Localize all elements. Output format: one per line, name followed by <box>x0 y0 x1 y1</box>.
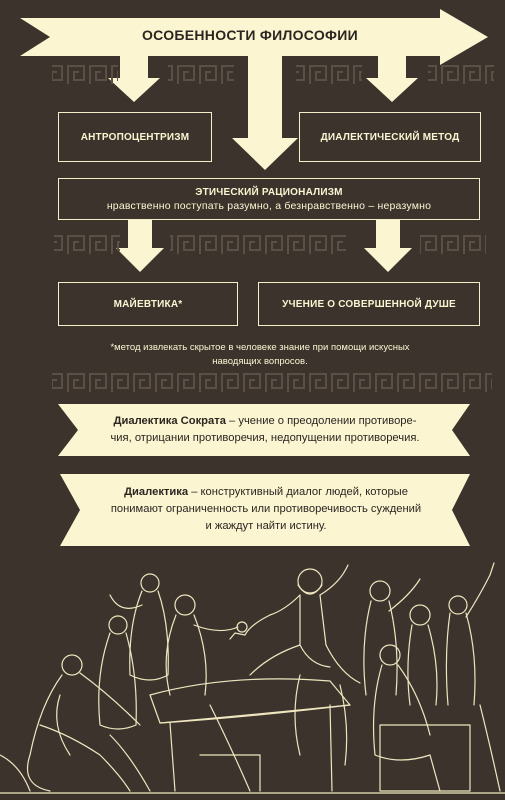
box-perfect-soul: УЧЕНИЕ О СОВЕРШЕННОЙ ДУШЕ <box>258 282 480 326</box>
footnote: *метод извлекать скрытое в человеке знан… <box>40 341 480 369</box>
box-perfect-soul-label: УЧЕНИЕ О СОВЕРШЕННОЙ ДУШЕ <box>282 298 456 310</box>
ethical-rationalism-text: нравственно поступать разумно, а безнрав… <box>106 199 432 212</box>
ribbon-1-line-1-rest: – учение о преодолении противоре- <box>225 415 417 427</box>
ribbon-2-line-1-rest: – конструктивный диалог людей, которые <box>188 486 408 498</box>
footnote-line-1: *метод извлекать скрытое в человеке знан… <box>110 342 410 353</box>
title-banner <box>20 9 488 65</box>
arrow-right-down-2 <box>364 220 412 272</box>
box-anthropocentrism-label: АНТРОПОЦЕНТРИЗМ <box>80 131 190 143</box>
arrow-left-down <box>108 56 160 102</box>
ribbon-2-line-2: понимают ограниченность или противоречив… <box>110 503 422 515</box>
box-dialectical-method-label: ДИАЛЕКТИЧЕСКИЙ МЕТОД <box>320 131 460 143</box>
ribbon-1-shape <box>58 404 470 456</box>
ribbon-2-line-1: Диалектика – конструктивный диалог людей… <box>82 484 450 501</box>
box-maieutics: МАЙЕВТИКА* <box>58 282 238 326</box>
box-anthropocentrism: АНТРОПОЦЕНТРИЗМ <box>58 112 212 162</box>
ribbon-2-line-3: и жаждут найти истину. <box>205 520 327 532</box>
ribbon-1-term: Диалектика Сократа <box>113 415 226 427</box>
ethical-rationalism-title: ЭТИЧЕСКИЙ РАЦИОНАЛИЗМ <box>195 186 343 198</box>
ribbon-2-text: Диалектика – конструктивный диалог людей… <box>82 484 450 535</box>
meander-ornament-top <box>52 64 494 86</box>
box-maieutics-label: МАЙЕВТИКА* <box>113 298 183 310</box>
ribbon-2-shape <box>60 474 470 546</box>
box-ethical-rationalism: ЭТИЧЕСКИЙ РАЦИОНАЛИЗМ нравственно поступ… <box>58 178 480 220</box>
page-title: ОСОБЕННОСТИ ФИЛОСОФИИ <box>141 27 359 43</box>
ribbon-1-text: Диалектика Сократа – учение о преодолени… <box>80 413 450 447</box>
ribbon-1-line-2: чия, отрицании противоречия, недопущении… <box>110 432 420 444</box>
ribbon-1-line-1: Диалектика Сократа – учение о преодолени… <box>80 413 450 430</box>
arrow-right-down <box>366 56 418 102</box>
meander-ornament-middle <box>54 234 486 256</box>
arrow-left-down-2 <box>116 220 164 272</box>
box-dialectical-method: ДИАЛЕКТИЧЕСКИЙ МЕТОД <box>299 112 481 162</box>
ribbon-2-term: Диалектика <box>124 486 189 498</box>
socrates-illustration <box>0 562 505 794</box>
footnote-line-2: наводящих вопросов. <box>212 356 308 367</box>
meander-ornament-lower <box>52 372 492 394</box>
arrow-center-down <box>232 56 298 170</box>
